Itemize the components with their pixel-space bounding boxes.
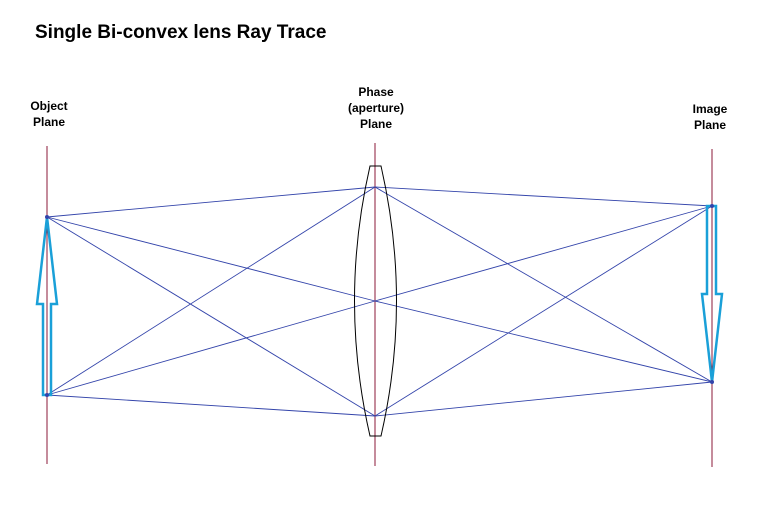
phase-plane-label-line-1: Phase	[358, 85, 394, 99]
ray-lens-bottom-to-image-bottom	[374, 381, 713, 417]
object-plane-label: Object Plane	[26, 98, 72, 130]
object-plane-label-line-2: Plane	[32, 115, 65, 129]
ray-lens-center-to-image-bottom	[374, 300, 713, 383]
ray-object-bottom-to-lens-top	[46, 186, 376, 396]
phase-plane-label: Phase (aperture) Plane	[336, 84, 416, 132]
diagram-title: Single Bi-convex lens Ray Trace	[35, 22, 327, 43]
image-bottom-point	[710, 380, 714, 384]
object-bottom-point	[45, 393, 49, 397]
rays-from-object-bottom	[46, 186, 713, 417]
ray-lens-bottom-to-image-top	[374, 205, 713, 417]
object-plane-label-line-1: Object	[30, 99, 68, 113]
object-top-point	[45, 215, 49, 219]
rays-from-object-top	[46, 186, 713, 417]
biconvex-lens	[354, 165, 397, 437]
ray-object-top-to-lens-center	[46, 216, 376, 302]
image-plane-label-line-2: Plane	[693, 118, 726, 132]
ray-object-top-to-lens-bottom	[46, 216, 376, 417]
ray-object-top-to-lens-top	[46, 186, 376, 218]
image-top-point	[710, 204, 714, 208]
image-plane-label-line-1: Image	[692, 102, 728, 116]
ray-lens-top-to-image-bottom	[374, 186, 713, 383]
phase-plane-label-line-2: (aperture)	[347, 101, 404, 115]
ray-object-bottom-to-lens-center	[46, 300, 376, 396]
phase-plane-label-line-3: Plane	[359, 117, 392, 131]
ray-lens-top-to-image-top	[374, 186, 713, 207]
ray-lens-center-to-image-top	[374, 205, 713, 302]
ray-object-bottom-to-lens-bottom	[46, 394, 376, 417]
image-plane-label: Image Plane	[686, 101, 734, 133]
